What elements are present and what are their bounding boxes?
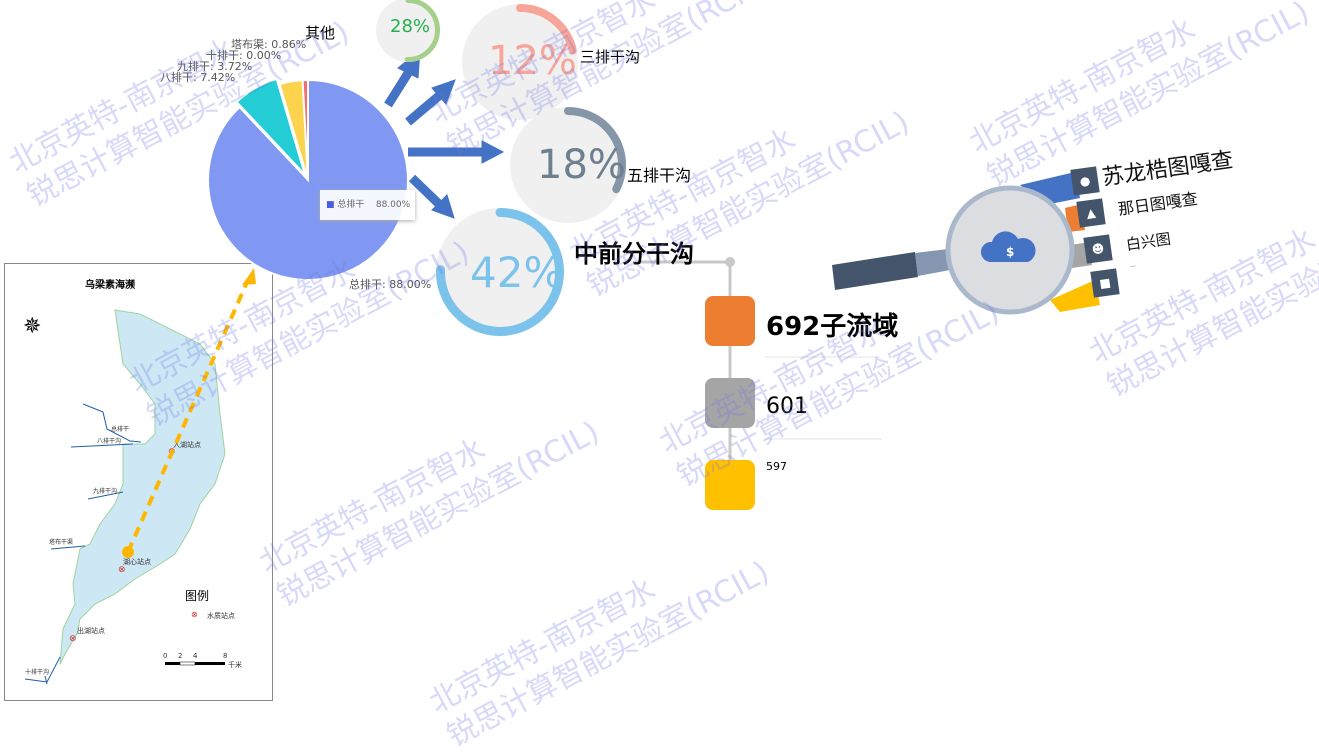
magnifier-handle	[832, 252, 918, 290]
scale-tick: 2	[178, 652, 183, 660]
donut-value: 42%	[470, 248, 564, 297]
river-label: 八排干沟	[97, 438, 122, 445]
scale-tick: 4	[193, 652, 198, 660]
pie-slice	[301, 78, 309, 181]
timeline-item: 597	[766, 460, 787, 473]
donut-label: 五排干沟	[627, 166, 692, 185]
binoculars-icon: ▲	[1076, 198, 1106, 228]
map-title: 乌梁素海濒	[85, 280, 135, 291]
timeline-marker	[705, 378, 755, 428]
scale-unit: 千米	[228, 661, 242, 669]
pie-label: 九排干: 3.72%	[177, 60, 253, 73]
donut-arc	[564, 107, 626, 194]
pie-label: 十排干: 0.00%	[206, 49, 282, 62]
river-label: 塔布干渠	[49, 539, 74, 546]
pie-annotation: 其他	[305, 24, 336, 42]
station-label: 入湖站点	[173, 441, 201, 449]
donut-arc	[404, 0, 440, 62]
village-label: ...	[1129, 261, 1137, 269]
pie-chart	[207, 77, 409, 281]
scale-tick: 0	[163, 652, 168, 660]
legend-item: 水质站点	[207, 612, 235, 620]
donut-value: 12%	[488, 38, 577, 84]
donut-value: 18%	[537, 142, 626, 188]
timeline-node	[725, 257, 735, 267]
start-dot	[122, 546, 134, 558]
timeline-item: 601	[766, 394, 808, 419]
tooltip-value: 88.00%	[375, 200, 411, 210]
river-label: 总排干	[111, 426, 130, 433]
donut-value: 28%	[390, 16, 431, 37]
donut-background	[436, 208, 564, 336]
river-label: 九排干沟	[93, 488, 118, 495]
pie-label: 塔布渠: 0.86%	[231, 38, 307, 51]
donut-label: 中前分干沟	[574, 240, 694, 268]
timeline-marker	[705, 296, 755, 346]
bag-icon: ■	[1090, 268, 1120, 298]
pie-label: 总排干: 88.00%	[349, 278, 432, 291]
donut-arc	[436, 208, 564, 336]
donut-background	[510, 107, 626, 223]
bomb-icon: ●	[1070, 166, 1100, 196]
users-icon: ☻	[1083, 234, 1113, 264]
magnifier: $	[832, 172, 1100, 315]
pie-tooltip: ■ 总排干 88.00%	[320, 190, 415, 220]
pie-label: 八排干: 7.42%	[160, 71, 236, 84]
pie-slice	[235, 77, 306, 176]
donut-label: 三排干沟	[580, 48, 641, 66]
cloud-dollar-icon	[980, 231, 1036, 262]
svg-text:$: $	[1006, 245, 1014, 259]
arrows	[384, 48, 505, 219]
donut-background	[462, 4, 578, 120]
scale-tick: 8	[223, 652, 228, 660]
tooltip-name: 总排干	[337, 200, 365, 210]
donut-arc	[516, 4, 577, 55]
svg-text:⊗: ⊗	[69, 634, 77, 644]
donut-background	[376, 0, 440, 62]
arrow-head	[242, 268, 256, 285]
legend-title: 图例	[185, 589, 210, 603]
station-label: 湖心站点	[123, 558, 151, 566]
timeline-marker	[705, 460, 755, 510]
compass-icon: ✵	[23, 314, 42, 339]
dashed-arrow	[126, 279, 250, 553]
infographic-canvas: $	[122, 0, 1100, 558]
lake-shape: ⊗ ⊗ ⊗	[24, 309, 226, 685]
svg-text:⊗: ⊗	[118, 565, 126, 575]
station-label: 出湖站点	[77, 627, 105, 635]
river-label: 十排干沟	[25, 669, 50, 676]
station-legend-icon: ⊗	[191, 610, 198, 619]
basin-map: 乌梁素海濒 ✵ ⊗ ⊗ ⊗ 入湖站点 湖心站点 出湖站点 总排干 八排干沟 九排…	[4, 263, 273, 701]
timeline-item: 692子流域	[766, 312, 899, 342]
